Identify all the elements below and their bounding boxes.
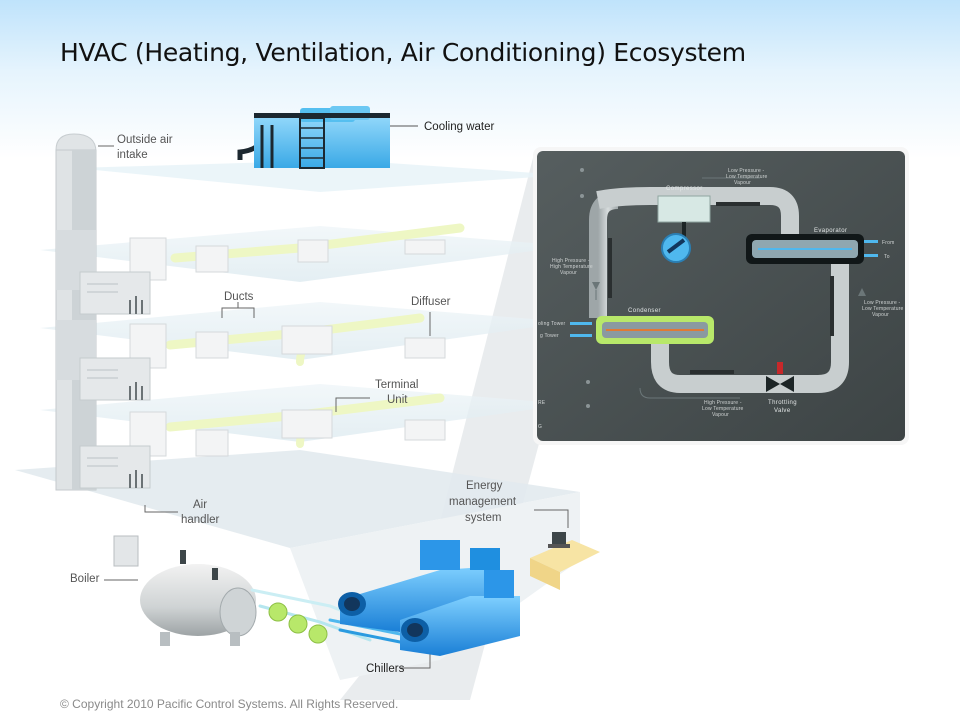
lp-lt-top-label-3: Vapour (734, 180, 751, 186)
energy-label-3: system (465, 512, 501, 524)
from-tower-label: oling Tower (538, 321, 566, 327)
chillers (338, 540, 520, 656)
compressor-label: Compressor (666, 186, 703, 192)
boiler (113, 535, 257, 646)
cooling-tower (237, 106, 418, 169)
energy-label-2: management (449, 496, 517, 508)
hp-lt-label-3: Vapour (712, 412, 729, 418)
to-tower-label: g Tower (540, 333, 559, 339)
throttling-valve-label-2: Valve (774, 408, 791, 414)
slide-title: HVAC (Heating, Ventilation, Air Conditio… (60, 38, 746, 67)
leader-lines (104, 302, 569, 669)
energy-label-1: Energy (466, 480, 503, 492)
air-handler-label-1: Air (193, 499, 207, 511)
cut-label-2: G (538, 424, 542, 430)
hp-lt-label-1: High Pressure - (704, 400, 742, 406)
boiler-label: Boiler (70, 573, 100, 585)
diffuser-label: Diffuser (411, 296, 451, 308)
from-label: From (882, 240, 894, 246)
terminal-unit-label-2: Unit (387, 394, 408, 406)
lp-lt-top-label-2: Low Temperature (726, 174, 768, 180)
throttling-valve-label-1: Throttling (768, 400, 797, 406)
copyright-notice: © Copyright 2010 Pacific Control Systems… (60, 697, 399, 711)
lp-lt-top-label-1: Low Pressure - (728, 168, 765, 174)
air-handler-label-2: handler (181, 514, 220, 526)
outside-air-label-1: Outside air (117, 134, 173, 146)
cut-label-1: RE (538, 400, 546, 406)
hp-lt-label-2: Low Temperature (702, 406, 744, 412)
energy-management-desk (530, 532, 600, 590)
cooling-water-label: Cooling water (424, 121, 494, 133)
air-intake-riser (55, 133, 114, 491)
ducts-label: Ducts (224, 291, 254, 303)
outside-air-label-2: intake (117, 149, 148, 161)
lp-lt-right-label-1: Low Pressure - (864, 300, 901, 306)
chillers-label: Chillers (366, 663, 405, 675)
hp-ht-label-2: High Temperature (550, 264, 593, 270)
air-handlers (79, 271, 151, 489)
refrigeration-cycle-panel (533, 147, 909, 445)
hp-ht-label-3: Vapour (560, 270, 577, 276)
lp-lt-right-label-3: Vapour (872, 312, 889, 318)
lp-lt-right-label-2: Low Temperature (862, 306, 904, 312)
pumps (268, 602, 328, 644)
condenser-label: Condenser (628, 308, 661, 314)
to-label: To (884, 254, 890, 260)
terminal-unit-label-1: Terminal (375, 379, 418, 391)
hp-ht-label-1: High Pressure - (552, 258, 590, 264)
evaporator-label: Evaporator (814, 228, 847, 234)
